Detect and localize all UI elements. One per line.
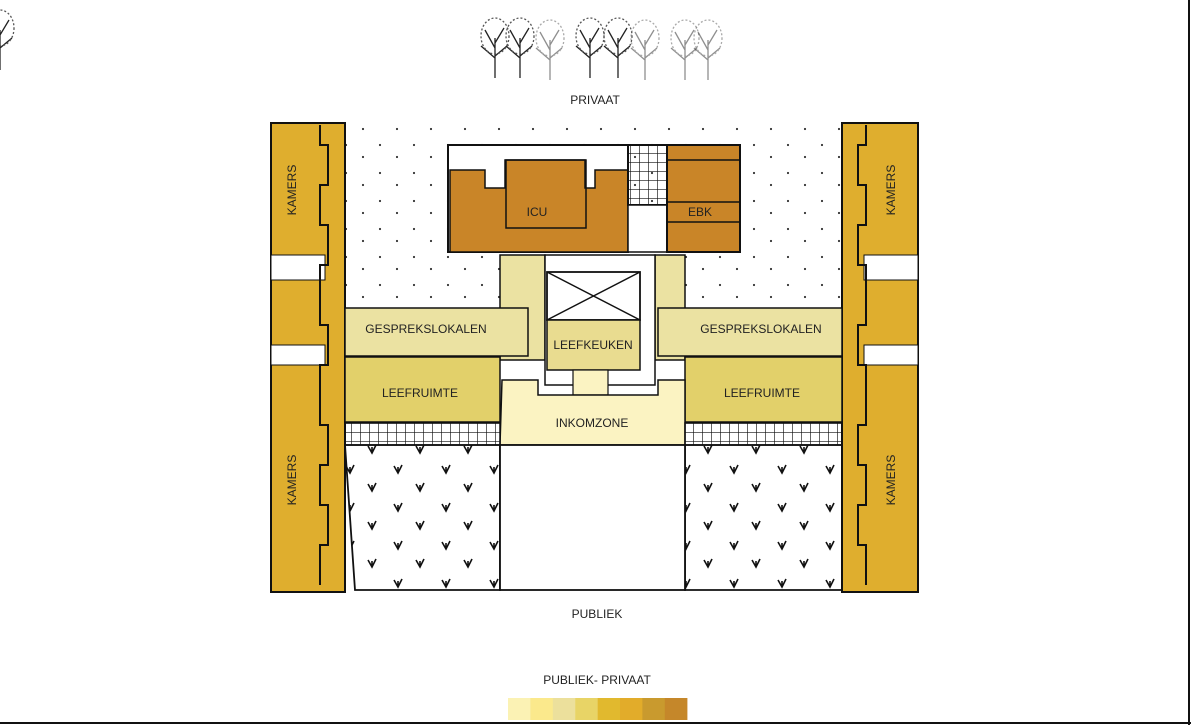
kamers-right — [841, 122, 919, 593]
garden-right — [684, 444, 843, 591]
label-gesprekslokalen: GESPREKSLOKALEN — [700, 322, 821, 336]
trees-illustration — [0, 9, 723, 81]
legend-swatch — [508, 698, 531, 720]
legend-swatch — [530, 698, 553, 720]
legend-swatch — [620, 698, 643, 720]
legend-swatch — [552, 698, 576, 720]
legend-swatch — [597, 698, 621, 720]
grid-strip-left — [344, 422, 501, 446]
label-publiek: PUBLIEK — [572, 607, 623, 621]
leefruimte-right — [684, 356, 843, 423]
leefkeuken — [546, 319, 641, 371]
label-ebk: EBK — [688, 205, 712, 219]
label-inkomzone: INKOMZONE — [556, 416, 629, 430]
gesprekslokalen-right — [657, 307, 843, 357]
ebk-block — [666, 144, 741, 253]
label-icu: ICU — [527, 205, 548, 219]
label-kamers: KAMERS — [884, 165, 898, 216]
garden-left — [344, 444, 501, 591]
grid-strip-right — [684, 422, 843, 446]
label-kamers: KAMERS — [285, 165, 299, 216]
legend-swatch — [575, 698, 598, 720]
kamers-left — [270, 122, 346, 593]
label-privaat: PRIVAAT — [570, 93, 620, 107]
legend-color-scale — [508, 698, 688, 720]
label-kamers: KAMERS — [285, 455, 299, 506]
legend-title: PUBLIEK- PRIVAAT — [543, 673, 651, 687]
label-kamers: KAMERS — [884, 455, 898, 506]
label-leefkeuken: LEEFKEUKEN — [553, 338, 632, 352]
entrance-square — [499, 444, 686, 591]
legend-swatch — [664, 698, 688, 720]
label-leefruimte: LEEFRUIMTE — [382, 386, 458, 400]
label-gesprekslokalen: GESPREKSLOKALEN — [365, 322, 486, 336]
leefruimte-left — [344, 356, 501, 423]
grid-area — [627, 144, 668, 206]
label-leefruimte: LEEFRUIMTE — [724, 386, 800, 400]
gesprekslokalen-left — [344, 307, 529, 357]
legend-swatch — [642, 698, 665, 720]
